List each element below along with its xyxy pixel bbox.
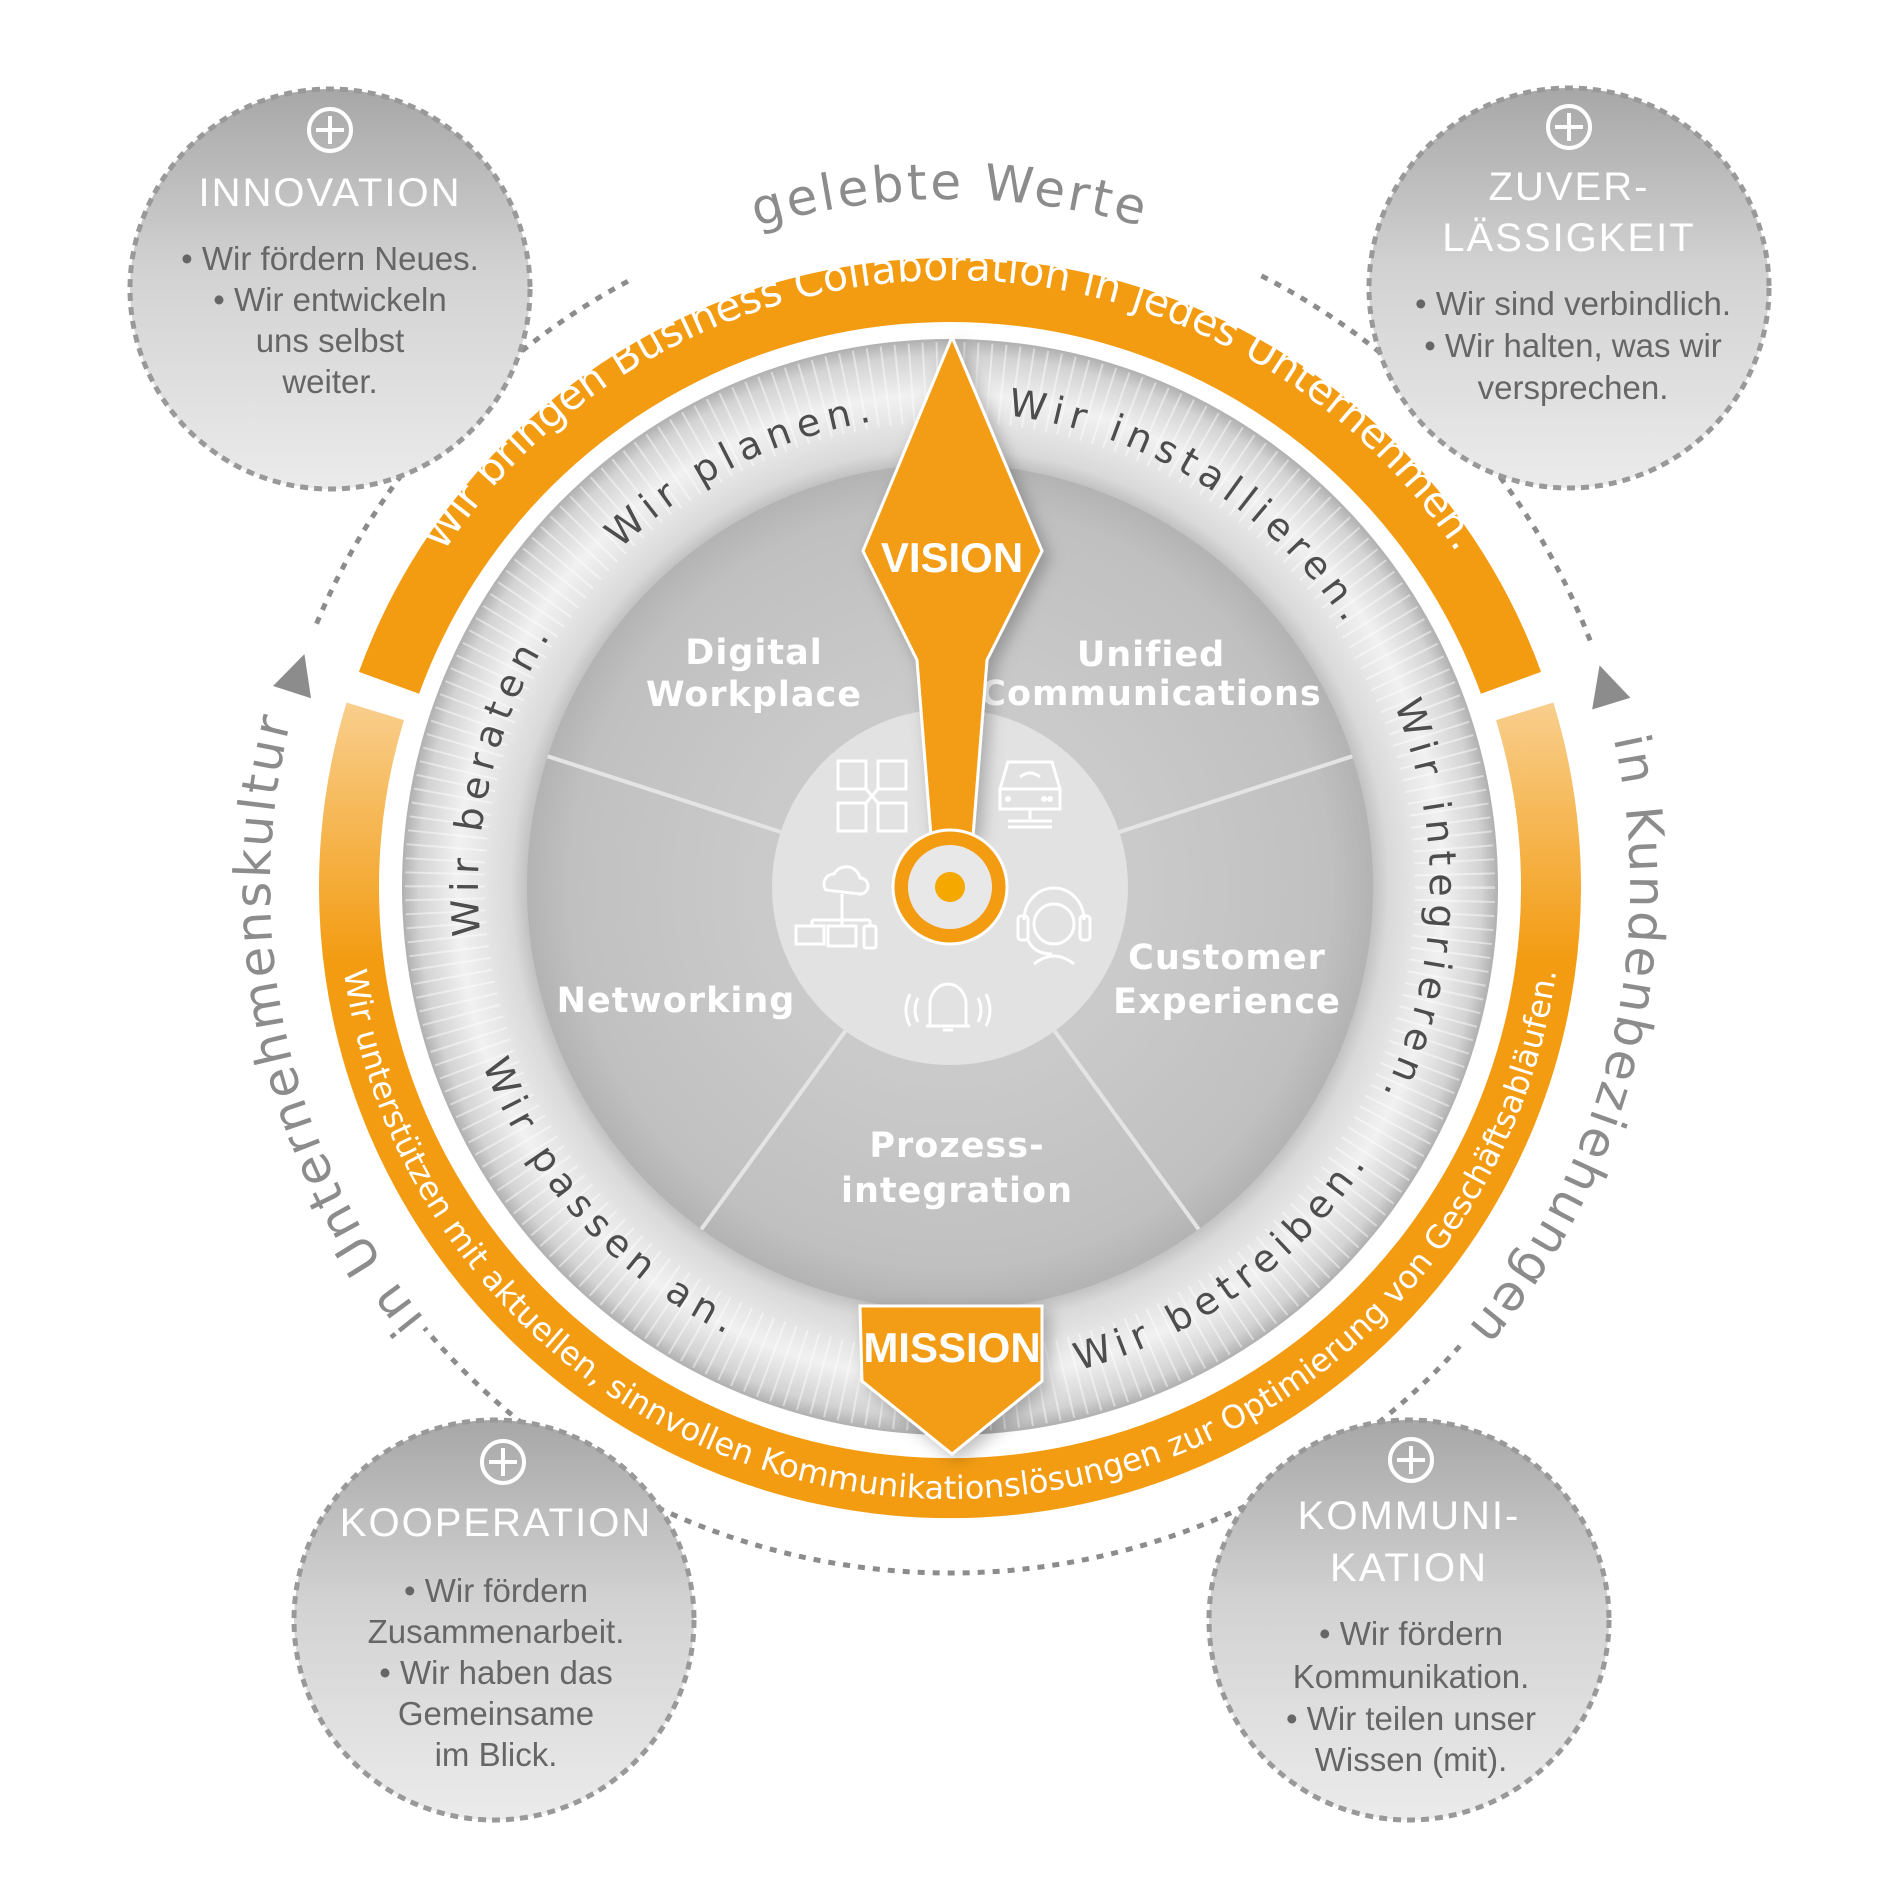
value-bubble bbox=[1366, 85, 1772, 491]
phone-system-icon bbox=[997, 760, 1063, 829]
value-text: • Wir teilen unser bbox=[1286, 1700, 1536, 1737]
value-bubble bbox=[291, 1417, 697, 1823]
value-text: Wissen (mit). bbox=[1315, 1741, 1508, 1778]
vision-band bbox=[358, 257, 1542, 694]
value-title: LÄSSIGKEIT bbox=[1442, 216, 1695, 260]
value-text: versprechen. bbox=[1478, 369, 1669, 406]
outer-label-gelebte-werte: gelebte Werte bbox=[744, 153, 1155, 238]
value-text: • Wir halten, was wir bbox=[1424, 327, 1722, 364]
plus-icon bbox=[307, 107, 353, 153]
alarm-bell-icon bbox=[904, 982, 992, 1032]
value-kommunikation: KOMMUNI- KATION • Wir fördern Kommunikat… bbox=[1206, 1417, 1612, 1823]
value-text: • Wir fördern Neues. bbox=[181, 240, 479, 277]
plus-icon bbox=[1546, 104, 1592, 150]
sector-divider bbox=[1053, 1029, 1201, 1231]
arrow-down-left-icon bbox=[273, 654, 312, 699]
sector-divider bbox=[699, 1029, 847, 1231]
sector-customer-experience-line1: Customer bbox=[1128, 938, 1326, 978]
dashed-arc-top-left bbox=[311, 279, 630, 631]
plus-icon bbox=[480, 1439, 526, 1485]
mission-label: MISSION bbox=[863, 1324, 1040, 1371]
value-title: KOMMUNI- bbox=[1298, 1494, 1521, 1538]
sector-divider bbox=[547, 754, 782, 834]
sector-digital-workplace-line2: Workplace bbox=[646, 675, 862, 715]
value-title: INNOVATION bbox=[199, 171, 462, 215]
value-zuverlaessigkeit: ZUVER- LÄSSIGKEIT • Wir sind verbindlich… bbox=[1366, 85, 1772, 491]
sector-unified-communications-line2: Communications bbox=[980, 674, 1321, 714]
value-text: Kommunikation. bbox=[1293, 1658, 1530, 1695]
value-kooperation: KOOPERATION • Wir fördern Zusammenarbeit… bbox=[291, 1417, 697, 1823]
value-text: Zusammenarbeit. bbox=[368, 1613, 625, 1650]
value-text: • Wir fördern bbox=[1319, 1615, 1503, 1652]
headset-icon bbox=[1016, 886, 1092, 966]
arrow-down-right-icon bbox=[1592, 665, 1631, 710]
sector-digital-workplace-line1: Digital bbox=[685, 633, 822, 673]
vision-label: VISION bbox=[881, 534, 1023, 581]
value-text: • Wir haben das bbox=[379, 1654, 613, 1691]
value-text: • Wir sind verbindlich. bbox=[1415, 285, 1731, 322]
value-title: KOOPERATION bbox=[340, 1501, 652, 1545]
network-devices-icon bbox=[794, 865, 878, 950]
value-title: KATION bbox=[1330, 1546, 1488, 1590]
value-text: • Wir fördern bbox=[404, 1572, 588, 1609]
hub-dot bbox=[935, 872, 965, 902]
value-bubble bbox=[1206, 1417, 1612, 1823]
value-text: uns selbst bbox=[256, 322, 405, 359]
mission-pointer bbox=[858, 1304, 1044, 1456]
value-title: ZUVER- bbox=[1489, 165, 1650, 209]
value-text: im Blick. bbox=[435, 1736, 558, 1773]
digital-workplace-icon bbox=[836, 759, 908, 833]
value-text: • Wir entwickeln bbox=[213, 281, 446, 318]
sector-unified-communications-line1: Unified bbox=[1077, 635, 1225, 675]
value-innovation: INNOVATION • Wir fördern Neues. • Wir en… bbox=[127, 86, 533, 492]
sector-prozessintegration-line2: integration bbox=[841, 1171, 1073, 1211]
sector-labels: Digital Workplace Unified Communications… bbox=[557, 633, 1341, 1211]
mission-band bbox=[319, 702, 1581, 1519]
value-text: weiter. bbox=[281, 363, 377, 400]
value-text: Gemeinsame bbox=[398, 1695, 594, 1732]
plus-icon bbox=[1388, 1437, 1434, 1483]
value-bubble bbox=[127, 86, 533, 492]
sector-divider bbox=[1118, 754, 1353, 834]
sector-customer-experience-line2: Experience bbox=[1113, 982, 1341, 1022]
outer-label-text: gelebte Werte bbox=[744, 153, 1152, 238]
sector-networking: Networking bbox=[557, 981, 796, 1021]
sector-prozessintegration-line1: Prozess- bbox=[869, 1126, 1044, 1166]
